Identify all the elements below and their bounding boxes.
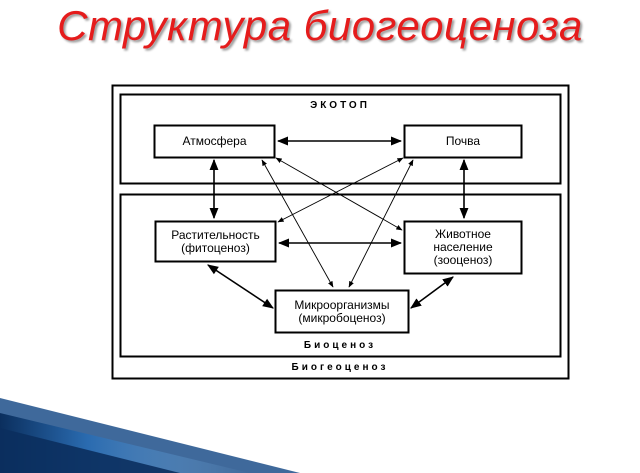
node-atmosphere: Атмосфера (182, 134, 247, 148)
slide-title: Структура биогеоценоза (57, 2, 583, 49)
decorative-corner-stripe (0, 398, 300, 473)
node-soil-box (403, 124, 523, 159)
biogeocenosis-label: Биогеоценоз (291, 362, 389, 373)
biogeocenosis-frame (111, 84, 570, 380)
edge-soil-microorganisms (348, 159, 414, 288)
node-microorganisms: Микроорганизмы (микробоценоз) (294, 297, 390, 325)
node-atmosphere-box (153, 124, 276, 159)
node-animals: Животное население (зооценоз) (433, 227, 493, 267)
ecotop-label: ЭКОТОП (310, 100, 370, 111)
biocenosis-label: Биоценоз (303, 340, 377, 351)
node-soil: Почва (445, 134, 481, 148)
node-vegetation: Растительность (фитоценоз) (171, 227, 260, 255)
edge-vegetation-microorganisms (207, 264, 274, 309)
node-microorganisms-box (274, 289, 410, 334)
edge-soil-vegetation (277, 157, 404, 223)
edge-atmosphere-microorganisms (261, 159, 334, 288)
node-vegetation-box (154, 220, 277, 263)
edge-animals-microorganisms (410, 276, 454, 309)
